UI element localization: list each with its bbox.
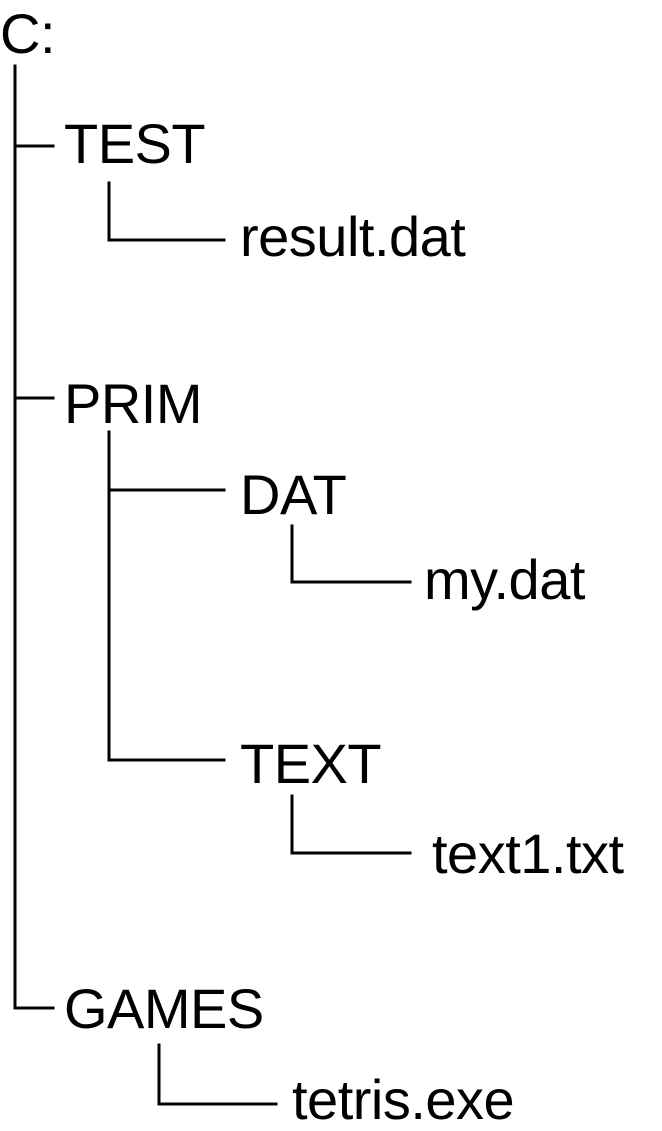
connector-test-resultdat (107, 181, 226, 242)
connector-prim-dat (107, 430, 226, 492)
connector-dat-mydat (290, 524, 412, 584)
folder-prim-label: PRIM (64, 372, 203, 435)
file-my-dat-label: my.dat (424, 548, 585, 611)
connector-prim-text (107, 488, 226, 762)
connector-text-text1txt (290, 794, 412, 855)
connector-games-tetrisexe (157, 1043, 278, 1106)
folder-dat-label: DAT (240, 463, 347, 526)
file-result-dat-label: result.dat (240, 205, 466, 268)
folder-games-label: GAMES (64, 977, 264, 1040)
folder-text-label: TEXT (240, 732, 382, 795)
root-drive-label: C: (0, 2, 56, 65)
file-tetris-exe-label: tetris.exe (292, 1068, 515, 1131)
file-text1-txt-label: text1.txt (432, 822, 624, 885)
folder-test-label: TEST (64, 112, 206, 175)
